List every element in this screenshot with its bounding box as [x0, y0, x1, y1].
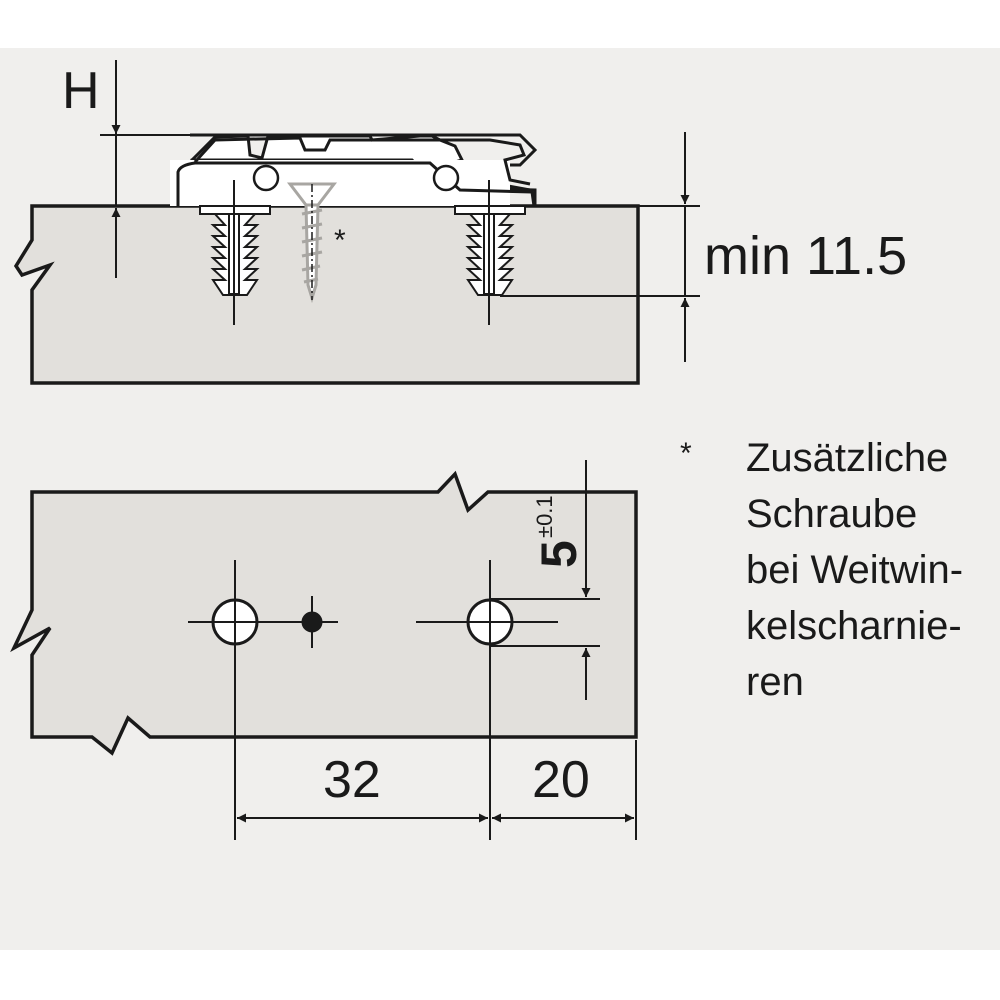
- footnote-line: ren: [746, 660, 804, 704]
- footnote-line: Schraube: [746, 492, 918, 536]
- footnote-line: Zusätzliche: [746, 436, 949, 480]
- board-top-view: [10, 470, 638, 756]
- board-side-section: [13, 204, 640, 385]
- footnote-marker: *: [680, 437, 692, 470]
- additional-screw: [286, 182, 338, 304]
- plate-hole-left: [252, 164, 280, 192]
- plate-hole-right: [432, 164, 460, 192]
- footnote-line: kelscharnie-: [746, 604, 962, 648]
- dowel-right: [454, 180, 526, 325]
- edge-distance-label: 20: [532, 751, 590, 809]
- depth-label: min 11.5: [704, 226, 907, 286]
- footnote-line: bei Weitwin-: [746, 548, 964, 592]
- dowel-left: [199, 180, 271, 325]
- top-view: [10, 460, 638, 840]
- side-view: [13, 60, 700, 385]
- extra-screw-marker: *: [334, 224, 346, 257]
- screw-point: [301, 611, 323, 633]
- offset-label: 5: [531, 540, 587, 568]
- height-label: H: [62, 62, 100, 120]
- spacing-label: 32: [323, 751, 381, 809]
- offset-tolerance: ±0.1: [532, 495, 557, 538]
